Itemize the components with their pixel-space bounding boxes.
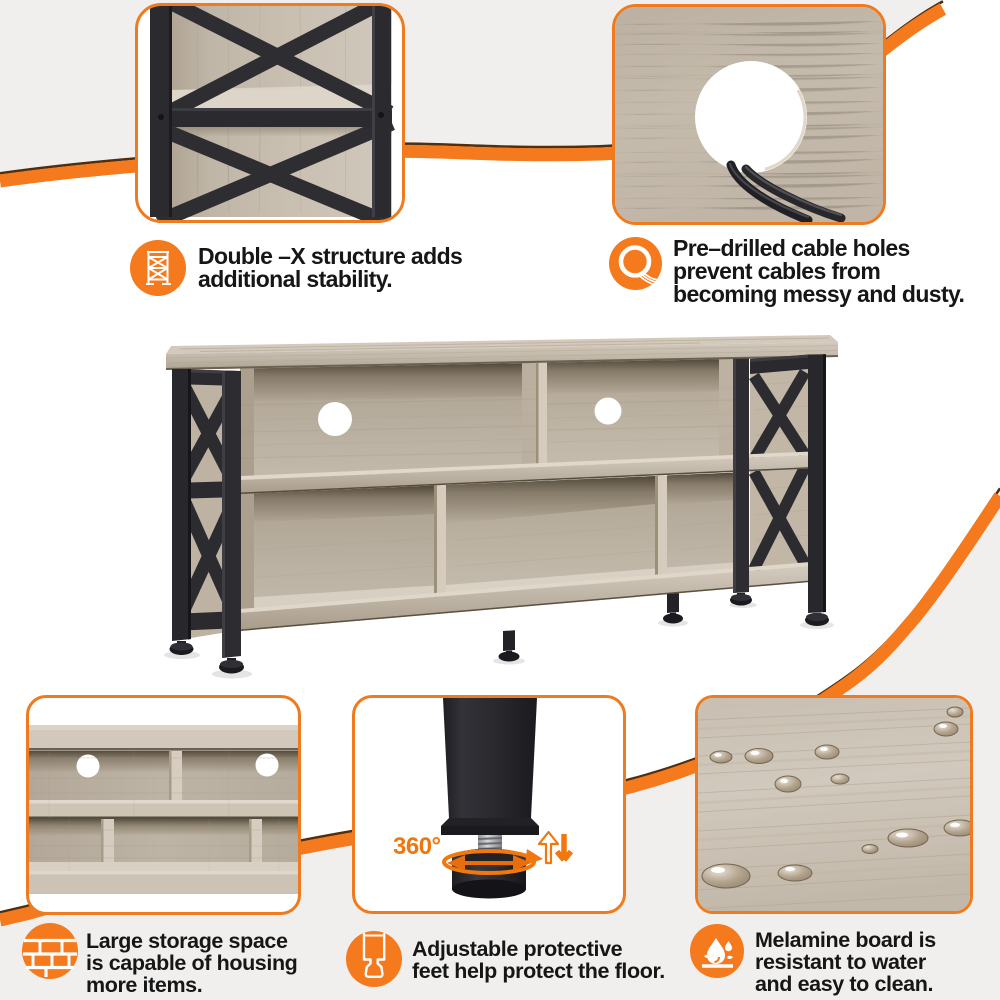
svg-text:360°: 360° — [393, 833, 441, 860]
